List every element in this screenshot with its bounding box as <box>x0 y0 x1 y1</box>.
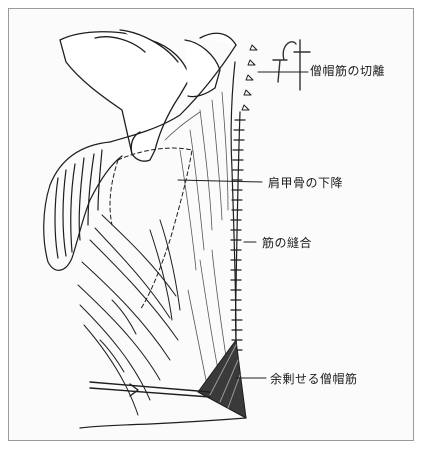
incision-markers <box>242 45 257 110</box>
label-excess-trapezius: 余剰せる僧帽筋 <box>270 372 358 386</box>
surgical-retractor <box>90 382 210 397</box>
handwritten-mark <box>273 40 310 90</box>
suture-line <box>231 112 245 360</box>
label-trapezius-release: 僧帽筋の切離 <box>310 64 385 78</box>
scapula-outline <box>110 148 192 310</box>
leader-lines <box>178 72 308 378</box>
deltoid-muscle <box>44 142 122 270</box>
label-muscle-suture: 筋の縫合 <box>262 236 312 250</box>
label-scapula-descent: 肩甲骨の下降 <box>268 176 343 190</box>
excess-trapezius-flap <box>198 340 246 418</box>
surgeon-hand <box>60 30 236 161</box>
trapezius-fibers <box>165 92 228 380</box>
